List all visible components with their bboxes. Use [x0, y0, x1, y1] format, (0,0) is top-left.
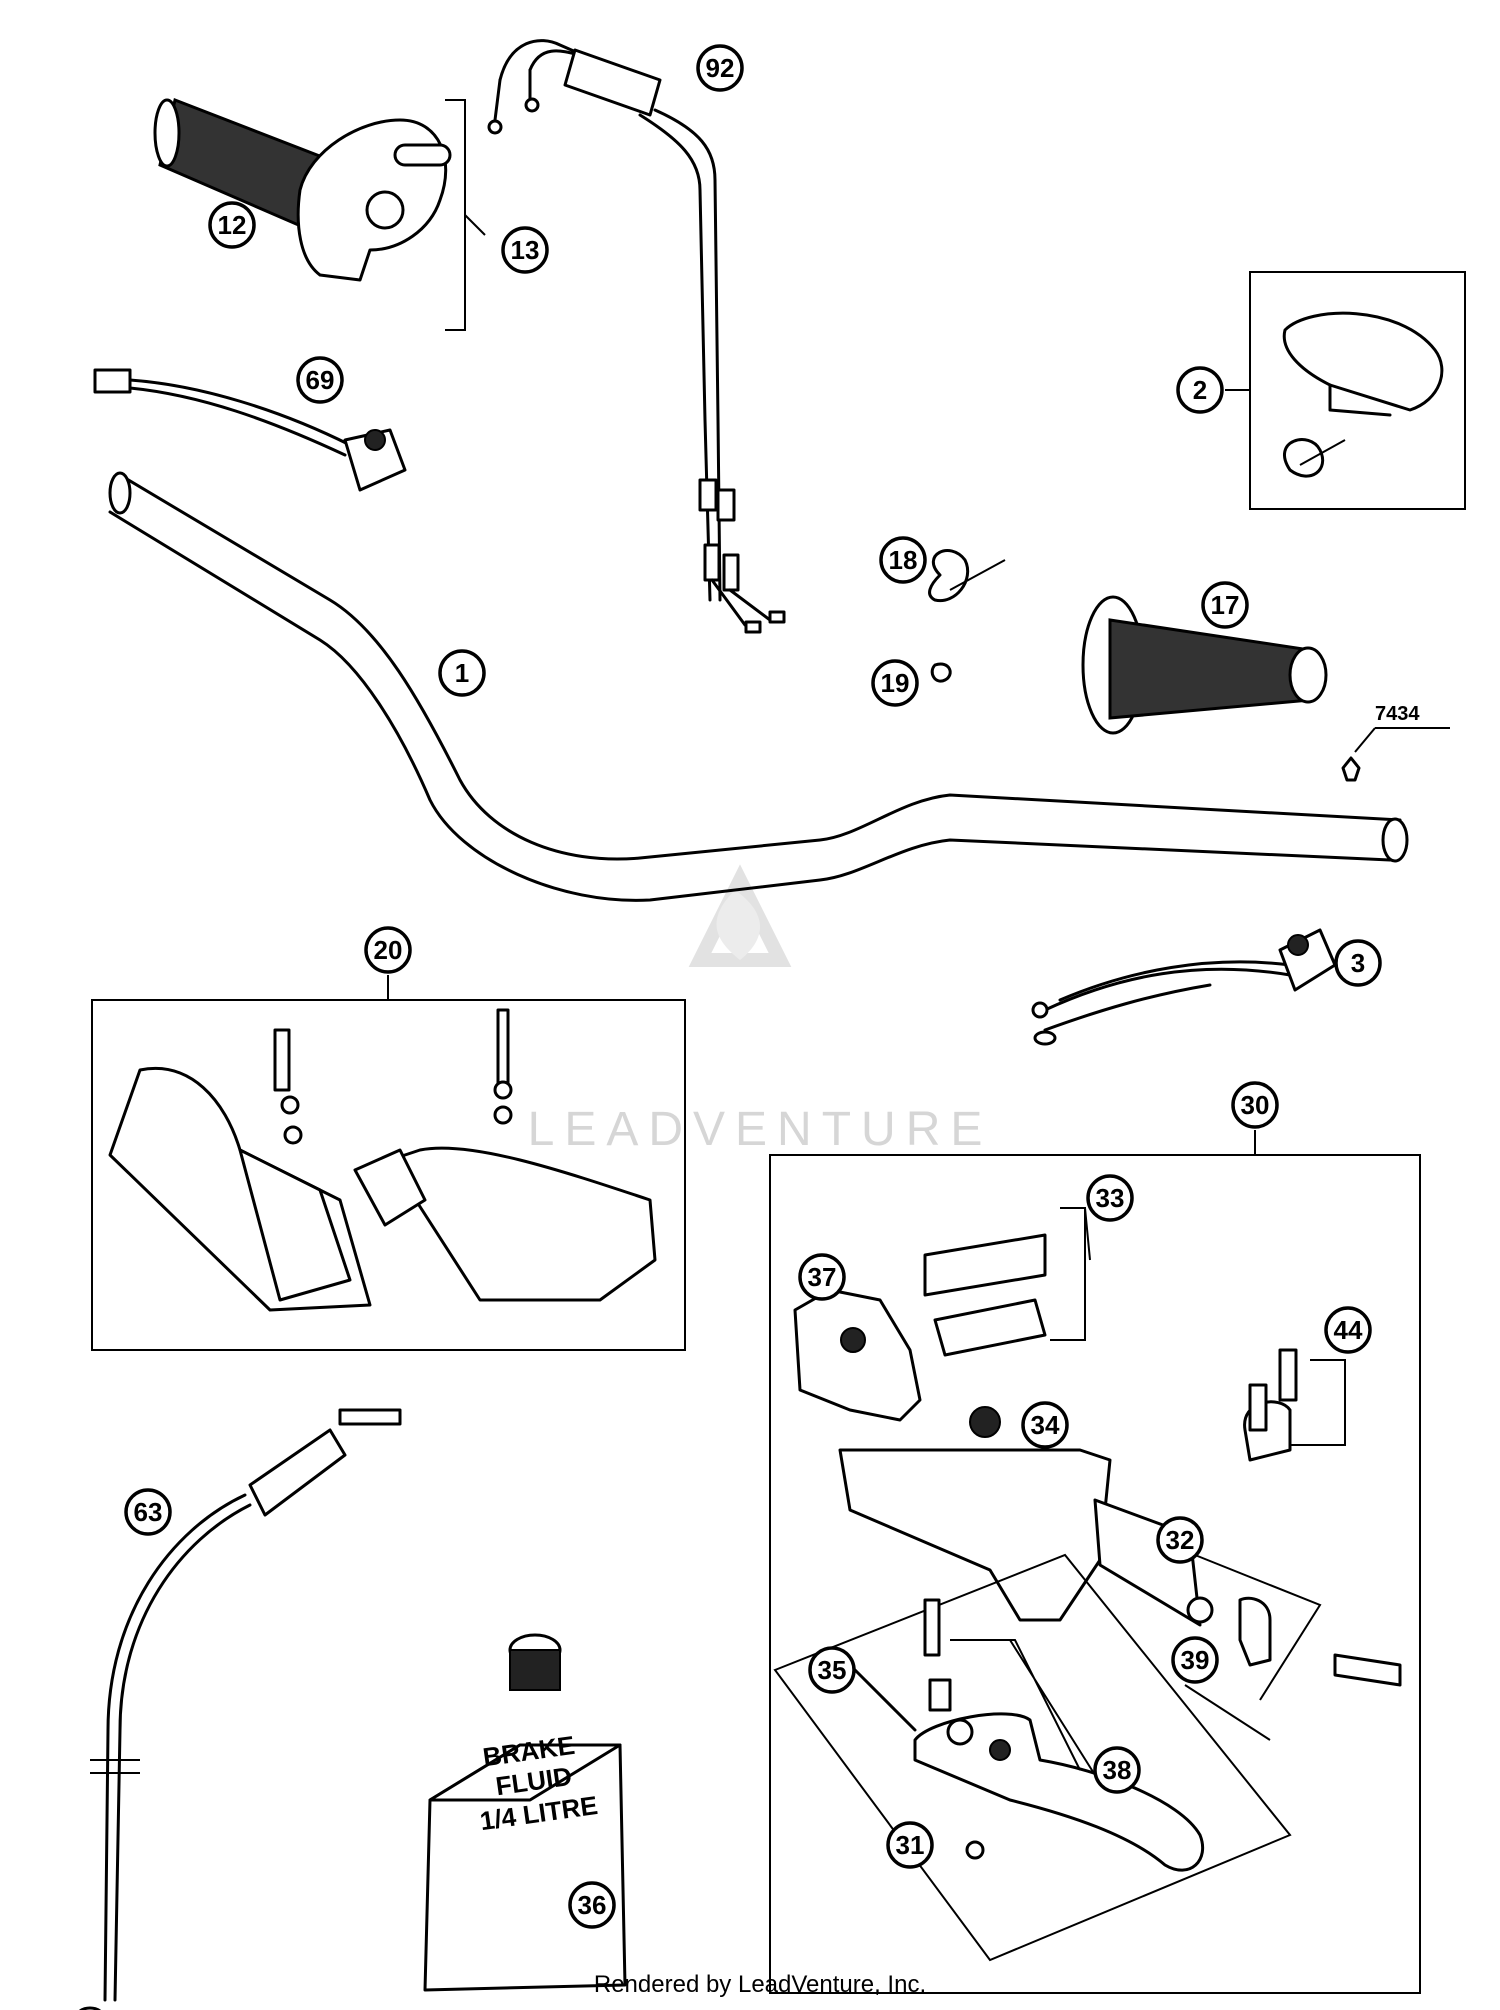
- svg-text:63: 63: [134, 1497, 163, 1527]
- callout-18: 18: [879, 536, 927, 584]
- callout-37: 37: [798, 1253, 846, 1301]
- callout-69: 69: [296, 356, 344, 404]
- callout-17: 17: [1201, 581, 1249, 629]
- svg-text:13: 13: [511, 235, 540, 265]
- callout-35: 35: [808, 1646, 856, 1694]
- cable-tie: [928, 549, 1006, 683]
- callout-2: 2: [1176, 366, 1224, 414]
- callout-36: 36: [568, 1881, 616, 1929]
- callout-39: 39: [1171, 1636, 1219, 1684]
- throttle-cables: [487, 39, 786, 634]
- throttle-grip: [153, 97, 332, 233]
- svg-text:39: 39: [1181, 1645, 1210, 1675]
- svg-text:37: 37: [808, 1262, 837, 1292]
- callout-12: 12: [208, 201, 256, 249]
- svg-text:30: 30: [1241, 1090, 1270, 1120]
- callout-1: 1: [438, 649, 486, 697]
- callout-34: 34: [1021, 1401, 1069, 1449]
- part-number-leader: [1354, 727, 1376, 753]
- callout-32: 32: [1156, 1516, 1204, 1564]
- svg-text:44: 44: [1334, 1315, 1363, 1345]
- svg-text:31: 31: [896, 1830, 925, 1860]
- svg-text:92: 92: [706, 53, 735, 83]
- svg-text:34: 34: [1031, 1410, 1060, 1440]
- callout-13: 13: [501, 226, 549, 274]
- svg-text:36: 36: [578, 1890, 607, 1920]
- callout-38: 38: [1093, 1746, 1141, 1794]
- svg-text:18: 18: [889, 545, 918, 575]
- clutch-cable: [78, 1408, 402, 2010]
- part-number-7434: 7434: [1375, 703, 1420, 725]
- svg-text:3: 3: [1351, 948, 1365, 978]
- callout-44: 44: [1324, 1306, 1372, 1354]
- callout-92: 92: [696, 44, 744, 92]
- svg-text:32: 32: [1166, 1525, 1195, 1555]
- svg-text:17: 17: [1211, 590, 1240, 620]
- watermark: LEADVENTURE: [528, 864, 993, 1156]
- brake-fluid-can: BRAKE FLUID 1/4 LITRE: [423, 1633, 627, 1992]
- callout-63: 63: [124, 1488, 172, 1536]
- left-switch: [93, 368, 407, 492]
- watermark-text: LEADVENTURE: [528, 1103, 993, 1156]
- svg-text:2: 2: [1193, 375, 1207, 405]
- handlebar: [108, 471, 1409, 902]
- svg-text:12: 12: [218, 210, 247, 240]
- svg-text:20: 20: [374, 935, 403, 965]
- callout-31: 31: [886, 1821, 934, 1869]
- left-grip: [1081, 595, 1328, 735]
- callout-19: 19: [871, 659, 919, 707]
- svg-text:69: 69: [306, 365, 335, 395]
- brake-master-cylinder-box: [769, 1130, 1421, 1994]
- svg-text:19: 19: [881, 668, 910, 698]
- callout-3: 3: [1334, 939, 1382, 987]
- handguards-box: [91, 975, 686, 1351]
- callout-20: 20: [364, 926, 412, 974]
- callout-30: 30: [1231, 1081, 1279, 1129]
- bar-end-cap-box: [1225, 271, 1466, 510]
- render-credit: Rendered by LeadVenture, Inc.: [594, 1971, 926, 1998]
- throttle-housing: [296, 99, 486, 331]
- svg-text:38: 38: [1103, 1755, 1132, 1785]
- svg-text:1: 1: [455, 658, 469, 688]
- svg-text:35: 35: [818, 1655, 847, 1685]
- kill-switch: [1031, 928, 1337, 1046]
- svg-text:33: 33: [1096, 1183, 1125, 1213]
- callout-33: 33: [1086, 1174, 1134, 1222]
